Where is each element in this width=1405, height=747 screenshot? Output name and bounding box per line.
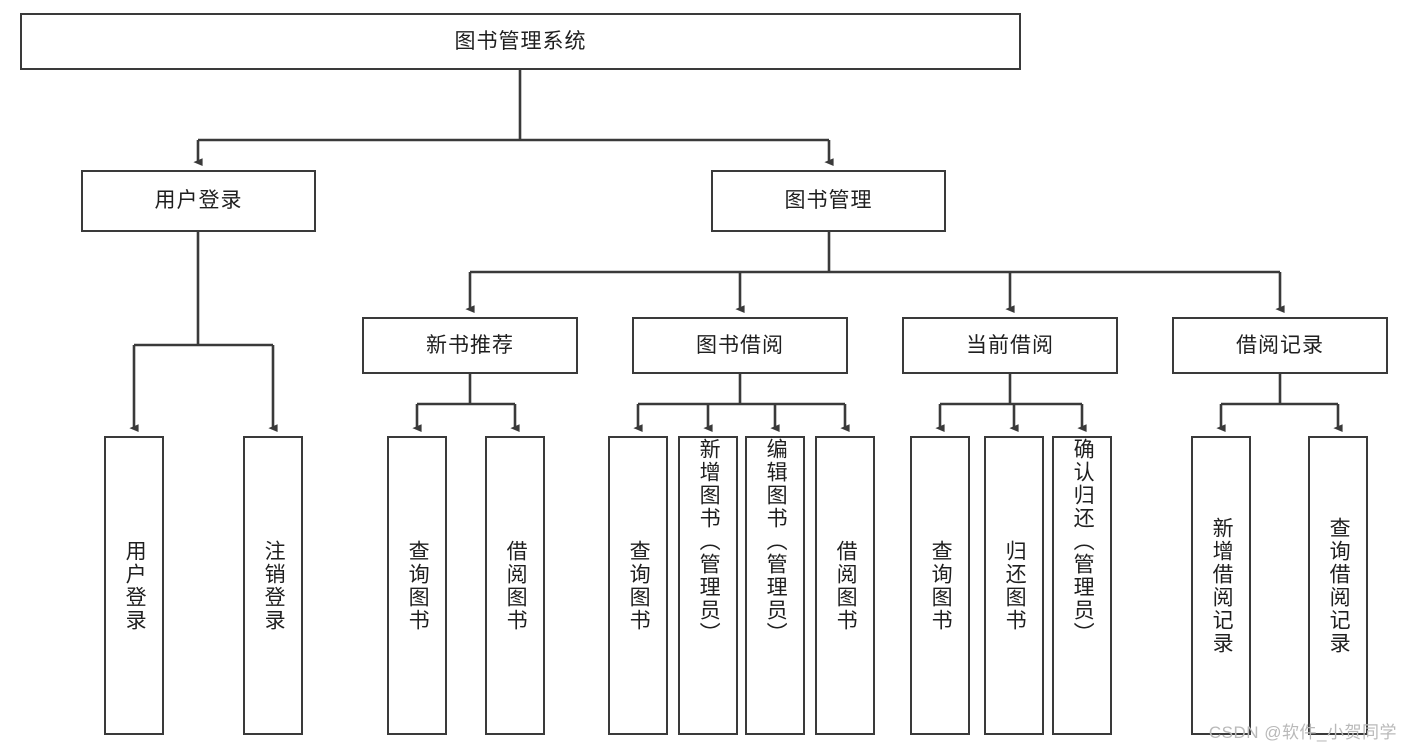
node-leaf-borrow-books-b[interactable]: 借阅图书 (815, 436, 875, 735)
node-leaf-logout-label: 注销登录 (262, 539, 286, 632)
node-leaf-add-book-admin[interactable]: 新增图书（管理员） (678, 436, 738, 735)
node-current-borrow[interactable]: 当前借阅 (902, 317, 1118, 374)
node-root-label: 图书管理系统 (454, 29, 587, 53)
node-leaf-borrow-books-a[interactable]: 借阅图书 (485, 436, 545, 735)
node-leaf-add-borrow-record[interactable]: 新增借阅记录 (1191, 436, 1251, 735)
node-leaf-confirm-return-admin-label: 确认归还（管理员） (1071, 438, 1095, 645)
node-current-borrow-label: 当前借阅 (966, 333, 1054, 357)
node-leaf-borrow-books-a-label: 借阅图书 (504, 539, 528, 632)
node-leaf-return-books[interactable]: 归还图书 (984, 436, 1044, 735)
node-leaf-query-books-a-label: 查询图书 (406, 539, 430, 632)
node-leaf-query-books-a[interactable]: 查询图书 (387, 436, 447, 735)
node-leaf-add-borrow-record-label: 新增借阅记录 (1210, 516, 1234, 655)
node-leaf-borrow-books-b-label: 借阅图书 (834, 539, 858, 632)
node-leaf-user-login-label: 用户登录 (123, 539, 147, 632)
node-user-login[interactable]: 用户登录 (81, 170, 316, 232)
node-new-book-recommend[interactable]: 新书推荐 (362, 317, 578, 374)
node-leaf-logout[interactable]: 注销登录 (243, 436, 303, 735)
node-root[interactable]: 图书管理系统 (20, 13, 1021, 70)
node-new-book-recommend-label: 新书推荐 (426, 333, 514, 357)
node-book-management[interactable]: 图书管理 (711, 170, 946, 232)
node-borrow-records[interactable]: 借阅记录 (1172, 317, 1388, 374)
node-leaf-query-books-c[interactable]: 查询图书 (910, 436, 970, 735)
node-book-management-label: 图书管理 (784, 189, 873, 213)
node-leaf-return-books-label: 归还图书 (1003, 539, 1027, 632)
node-leaf-query-books-b[interactable]: 查询图书 (608, 436, 668, 735)
node-book-borrow[interactable]: 图书借阅 (632, 317, 848, 374)
node-leaf-query-borrow-record-label: 查询借阅记录 (1327, 516, 1351, 655)
node-book-borrow-label: 图书借阅 (696, 333, 784, 357)
node-leaf-user-login[interactable]: 用户登录 (104, 436, 164, 735)
node-borrow-records-label: 借阅记录 (1236, 333, 1324, 357)
node-leaf-confirm-return-admin[interactable]: 确认归还（管理员） (1052, 436, 1112, 735)
node-user-login-label: 用户登录 (154, 189, 243, 213)
node-leaf-query-borrow-record[interactable]: 查询借阅记录 (1308, 436, 1368, 735)
node-leaf-query-books-b-label: 查询图书 (627, 539, 651, 632)
node-leaf-edit-book-admin-label: 编辑图书（管理员） (764, 438, 788, 645)
node-leaf-edit-book-admin[interactable]: 编辑图书（管理员） (745, 436, 805, 735)
node-leaf-query-books-c-label: 查询图书 (929, 539, 953, 632)
node-leaf-add-book-admin-label: 新增图书（管理员） (697, 438, 721, 645)
